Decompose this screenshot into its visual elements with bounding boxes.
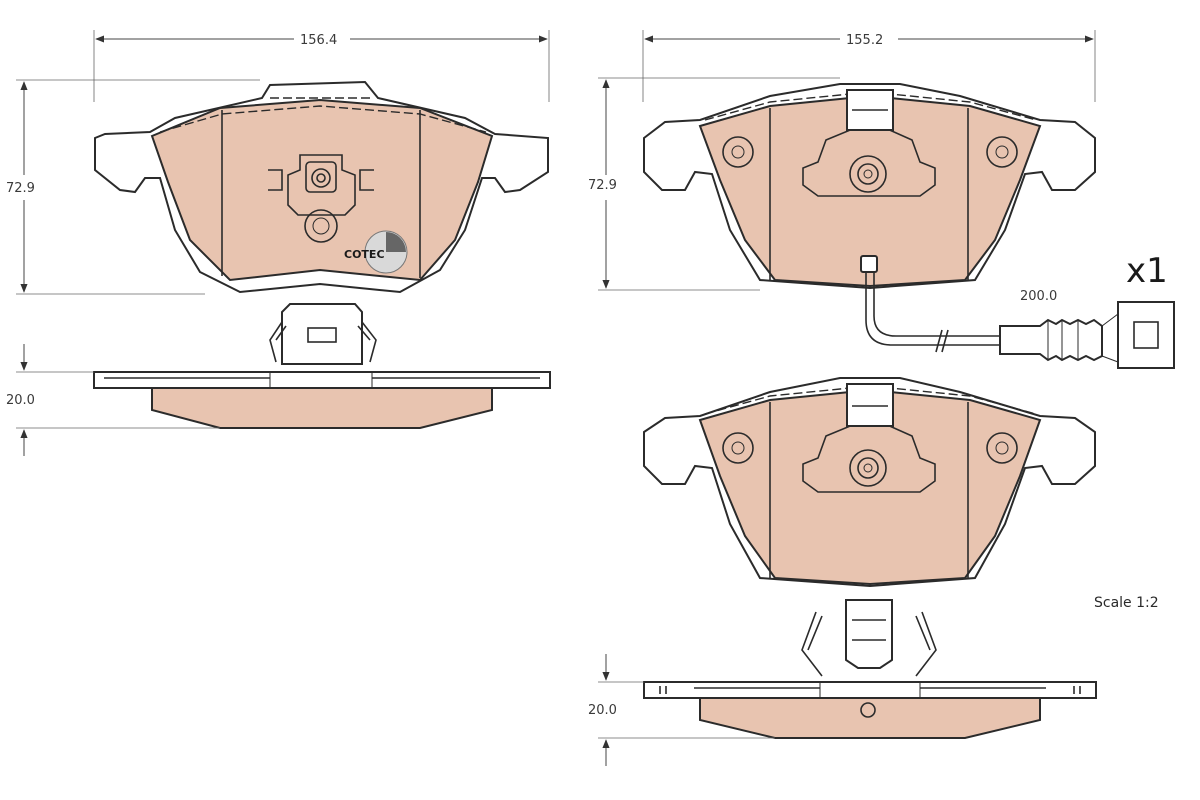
left-pad-side-view [93,303,551,429]
wear-sensor: 200.0 [860,255,1175,369]
svg-text:COTEC: COTEC [344,248,385,261]
right-pad-width-dimension: 155.2 [642,30,1096,102]
right-pad-width-label: 155.2 [846,33,883,48]
right-top-pad-front-view [643,83,1096,290]
left-pad-thickness-dimension: 20.0 [6,344,220,456]
right-pad-height-dimension: 72.9 [588,77,840,291]
scale-label: Scale 1:2 [1094,595,1159,611]
right-pad-height-label: 72.9 [588,178,617,193]
right-pad-thickness-label: 20.0 [588,703,617,718]
left-pad-front-view: COTEC [94,80,549,294]
left-pad-height-dimension: 72.9 [6,79,260,295]
left-pad-thickness-label: 20.0 [6,393,35,408]
left-pad-width-label: 156.4 [300,33,337,48]
quantity-label: x1 [1126,251,1168,291]
right-pad-thickness-dimension: 20.0 [588,654,775,766]
cotec-logo: COTEC [344,230,408,274]
sensor-length-label: 200.0 [1020,289,1057,304]
right-pad-side-view [643,599,1097,739]
right-bottom-pad-front-view [643,377,1096,588]
left-pad-height-label: 72.9 [6,181,35,196]
left-pad-width-dimension: 156.4 [93,30,550,102]
